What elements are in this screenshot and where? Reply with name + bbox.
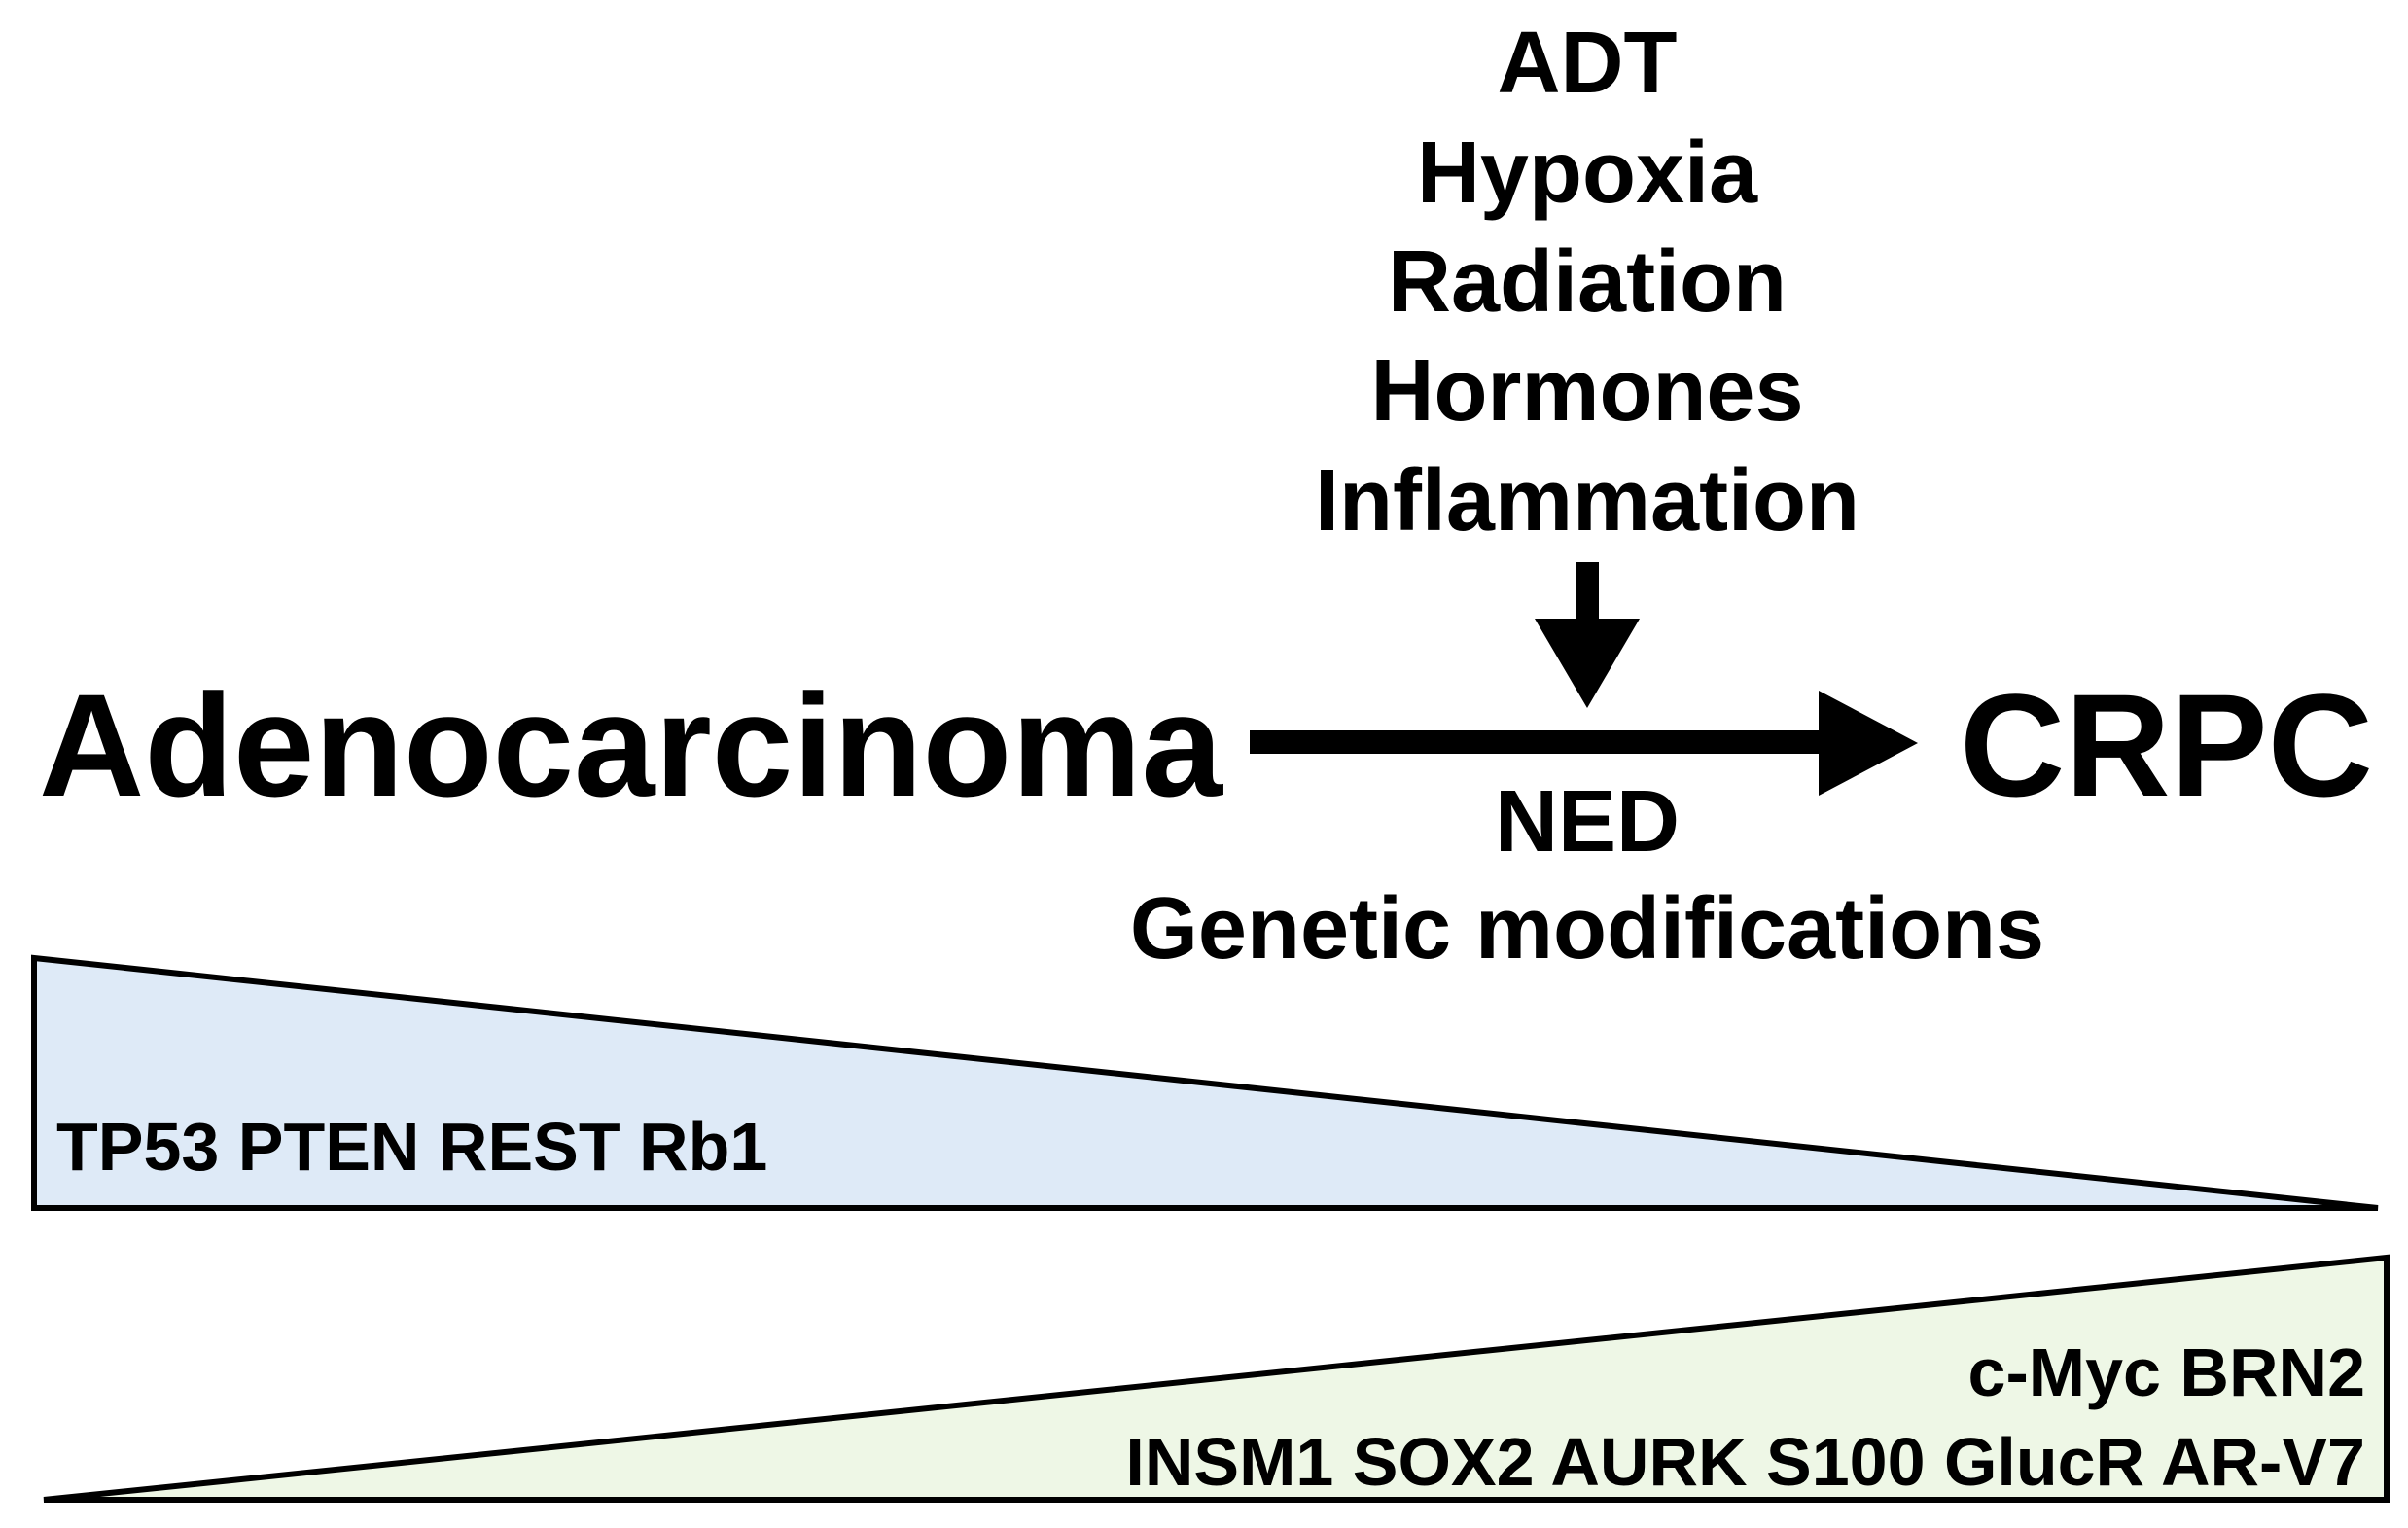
increasing-genes-label-line1: c-Myc BRN2 (1968, 1334, 2365, 1410)
factor-radiation: Radiation (1388, 233, 1787, 331)
factor-hormones: Hormones (1370, 342, 1803, 440)
factor-list: ADT Hypoxia Radiation Hormones Inflammat… (1315, 15, 1859, 550)
process-ned-label: NED (1495, 773, 1680, 871)
increasing-genes-wedge (43, 1254, 2390, 1503)
factor-hypoxia: Hypoxia (1417, 124, 1758, 222)
progression-arrow-icon (1250, 691, 1918, 796)
factor-inflammation: Inflammation (1315, 452, 1859, 550)
decreasing-genes-label: TP53 PTEN REST Rb1 (56, 1109, 767, 1185)
stage-start-label: Adenocarcinoma (39, 663, 1224, 827)
factor-adt: ADT (1498, 15, 1678, 112)
down-arrow-icon (1535, 562, 1640, 708)
stage-end-label: CRPC (1960, 663, 2373, 827)
increasing-genes-label-line2: INSM1 SOX2 AURK S100 GlucR AR-V7 (1125, 1424, 2365, 1500)
decreasing-genes-wedge (31, 954, 2379, 1211)
process-genetic-label: Genetic modifications (1130, 880, 2044, 977)
